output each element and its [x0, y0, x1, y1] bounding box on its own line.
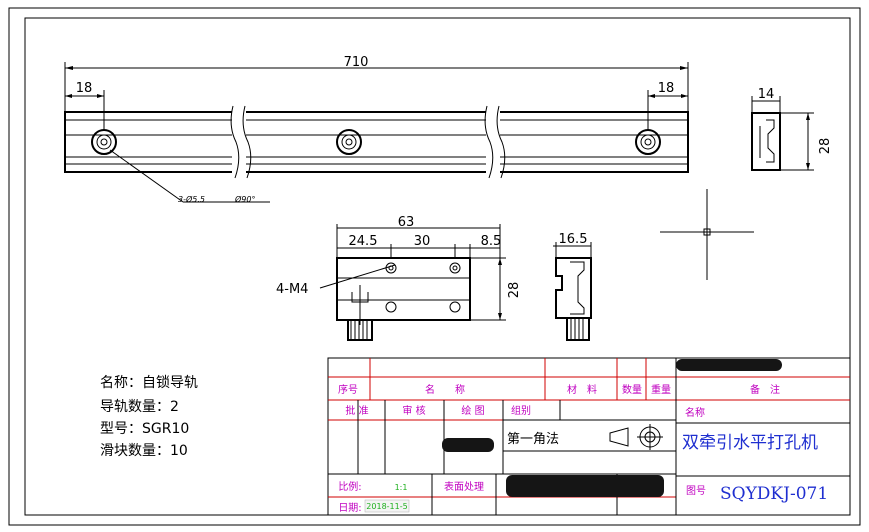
spec-slider-qty: 滑块数量：10 [100, 443, 188, 459]
label-drawing-no: 图号 [686, 485, 706, 497]
label-draw: 绘 图 [461, 404, 484, 417]
header-remark: 备 注 [750, 383, 780, 396]
label-group: 组别 [511, 404, 531, 417]
block-side-view [553, 242, 592, 341]
label-date: 日期: [338, 502, 361, 514]
rail-hole-left [91, 129, 117, 155]
spec-rail-qty: 导轨数量：2 [100, 399, 179, 415]
value-scale: 1:1 [395, 483, 408, 492]
projection-cone-icon [609, 427, 629, 447]
rail-side-view [751, 96, 814, 171]
dim-end-left: 18 [76, 81, 93, 96]
header-seq: 序号 [338, 383, 358, 396]
label-part-name: 名称 [685, 406, 705, 419]
drawing-number: SQYDKJ-071 [720, 484, 829, 504]
projection-label: 第一角法 [507, 432, 560, 447]
part-name: 双牵引水平打孔机 [682, 433, 818, 453]
spec-model: 型号：SGR10 [100, 421, 190, 437]
label-review: 审 核 [402, 404, 425, 417]
dim-overall-length: 710 [344, 55, 369, 70]
dim-end-right: 18 [658, 81, 675, 96]
header-qty: 数量 [622, 383, 642, 396]
outer-border [8, 7, 861, 526]
redaction-mark [506, 475, 664, 497]
block-front-view [319, 224, 506, 341]
label-scale: 比例: [338, 480, 361, 493]
value-date: 2018-11-5 [366, 502, 407, 511]
centre-mark [660, 189, 754, 280]
header-name: 名 称 [425, 383, 465, 396]
dim-block-offset-left: 24.5 [349, 234, 378, 249]
hole-callout: 3-Ø5.5 [178, 194, 205, 204]
label-approve: 批 准 [345, 404, 368, 417]
dim-block-hole-pitch: 30 [414, 234, 431, 249]
rail-hole-middle [336, 129, 362, 155]
redaction-mark [676, 359, 782, 371]
spec-name: 名称：自锁导轨 [100, 375, 198, 391]
block-thread-callout: 4-M4 [276, 282, 308, 297]
dim-block-side-width: 16.5 [559, 232, 588, 247]
rail-hole-right [635, 129, 661, 155]
dim-rail-height: 28 [818, 138, 833, 155]
dim-block-offset-right: 8.5 [481, 234, 502, 249]
header-material: 材 料 [567, 383, 597, 396]
rail-front-view [64, 62, 689, 203]
redaction-mark [442, 438, 494, 452]
dim-block-length: 63 [398, 215, 415, 230]
label-surface: 表面处理 [444, 480, 484, 493]
title-block [327, 357, 851, 516]
header-weight: 重量 [651, 383, 671, 396]
countersink-callout: Ø90° [234, 194, 255, 204]
dim-rail-width: 14 [758, 87, 775, 102]
dim-block-height: 28 [507, 282, 522, 299]
